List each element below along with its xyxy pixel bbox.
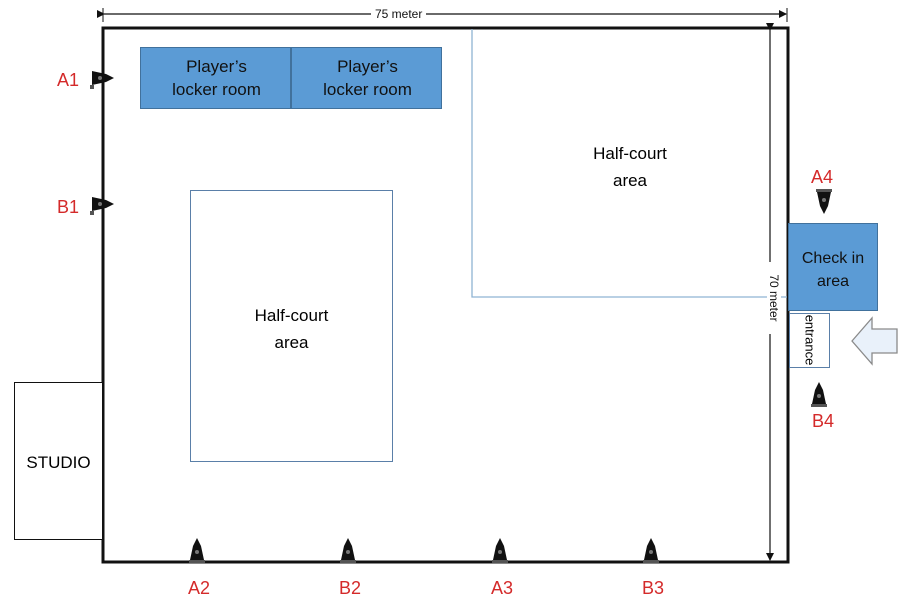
- half-court-left-line1: Half-court: [254, 306, 329, 325]
- locker-room-right-line1: Player’s: [337, 57, 398, 76]
- half-court-top-outline: [471, 29, 787, 298]
- camera-icon-b2: [340, 538, 356, 563]
- half-court-top-line1: Half-court: [593, 144, 667, 163]
- camera-label-a1: A1: [56, 70, 80, 90]
- entrance-label: entrance: [802, 314, 818, 366]
- studio-label: STUDIO: [26, 453, 91, 472]
- half-court-top-line2: area: [612, 171, 648, 190]
- width-dimension-label: 75 meter: [371, 7, 427, 21]
- camera-label-b2: B2: [338, 578, 362, 598]
- check-in-line2: area: [816, 273, 850, 290]
- half-court-left-line2: area: [274, 333, 309, 352]
- locker-room-right-line2: locker room: [323, 80, 412, 99]
- camera-label-a4: A4: [810, 167, 834, 187]
- camera-icon-b3: [643, 538, 659, 563]
- camera-label-b1: B1: [56, 197, 80, 217]
- locker-room-left-line1: Player’s: [186, 57, 247, 76]
- half-court-left: Half-court area: [190, 190, 393, 462]
- check-in-area: Check in area: [788, 223, 878, 311]
- height-dimension-text: 70 meter: [767, 274, 781, 322]
- locker-room-left-label: Player’s locker room: [141, 55, 292, 101]
- check-in-label: Check in area: [789, 247, 877, 293]
- camera-icon-b4: [811, 382, 827, 407]
- locker-room-right-label: Player’s locker room: [292, 55, 443, 101]
- camera-label-b4: B4: [811, 411, 835, 431]
- height-dimension-label: 70 meter: [767, 262, 781, 334]
- half-court-top-label: Half-court area: [560, 140, 700, 194]
- check-in-line1: Check in: [801, 250, 865, 267]
- camera-label-a3: A3: [490, 578, 514, 598]
- studio: STUDIO: [14, 382, 103, 540]
- camera-icon-b1: [90, 197, 114, 215]
- camera-label-b3: B3: [641, 578, 665, 598]
- camera-icon-a4: [816, 189, 832, 214]
- camera-icon-a3: [492, 538, 508, 563]
- locker-room-right: Player’s locker room: [291, 47, 442, 109]
- locker-room-left-line2: locker room: [172, 80, 261, 99]
- camera-icon-a1: [90, 71, 114, 89]
- locker-room-left: Player’s locker room: [140, 47, 291, 109]
- camera-label-a2: A2: [187, 578, 211, 598]
- half-court-left-label: Half-court area: [191, 302, 392, 356]
- entrance: entrance: [789, 313, 830, 368]
- entrance-arrow-icon: [851, 316, 898, 366]
- camera-icon-a2: [189, 538, 205, 563]
